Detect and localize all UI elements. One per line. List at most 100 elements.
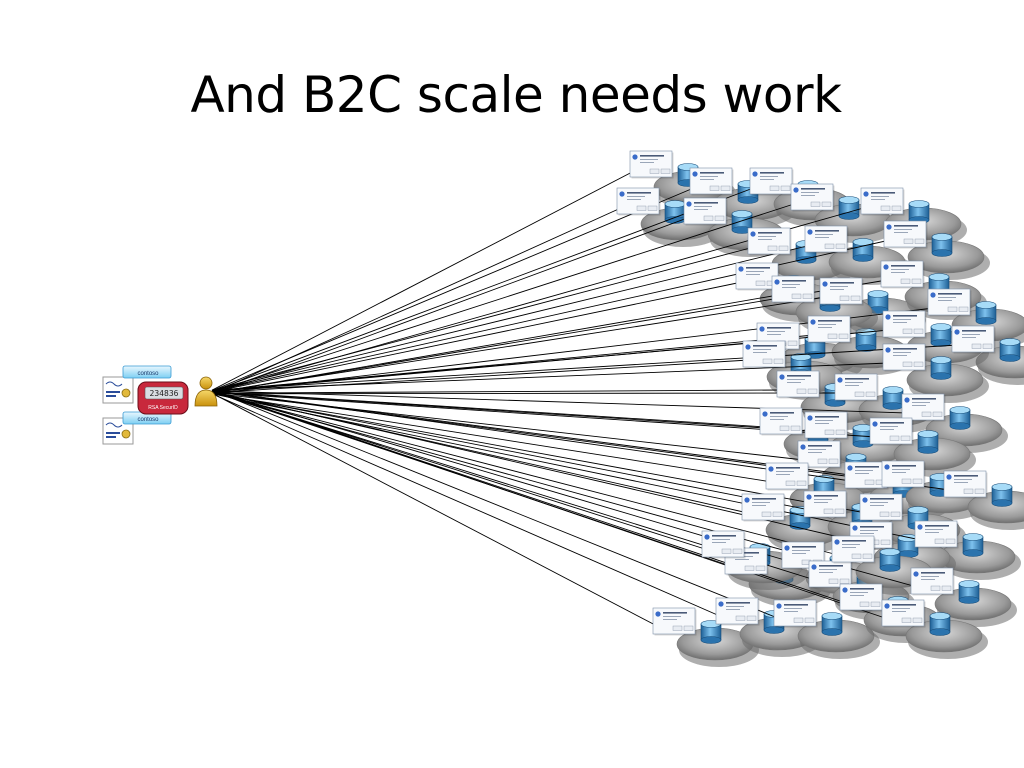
connection-line bbox=[211, 281, 743, 393]
database-server-icon bbox=[934, 580, 1017, 627]
database-icon bbox=[999, 338, 1021, 362]
login-dialog-icon bbox=[880, 260, 925, 289]
database-icon bbox=[991, 483, 1013, 507]
database-server-icon bbox=[938, 533, 1021, 580]
database-icon bbox=[929, 612, 951, 636]
login-dialog-icon bbox=[910, 567, 955, 596]
login-dialog-icon bbox=[652, 607, 697, 636]
connection-line bbox=[211, 216, 691, 395]
login-dialog-icon bbox=[869, 417, 914, 446]
login-dialog-icon bbox=[901, 393, 946, 422]
id-card-top-icon: contoso bbox=[122, 365, 172, 379]
login-dialog-icon bbox=[749, 167, 794, 196]
login-dialog-icon bbox=[834, 373, 879, 402]
login-dialog-icon bbox=[759, 407, 804, 436]
database-icon bbox=[879, 548, 901, 572]
connection-line bbox=[211, 390, 767, 428]
login-dialog-icon bbox=[683, 197, 728, 226]
connection-line bbox=[211, 390, 889, 620]
id-card-bottom-icon: contoso bbox=[122, 411, 172, 425]
login-dialogs bbox=[616, 150, 996, 636]
login-dialog-icon bbox=[808, 560, 853, 589]
login-dialog-icon bbox=[844, 461, 889, 490]
connection-line bbox=[211, 392, 839, 556]
connection-line bbox=[211, 206, 624, 394]
login-dialog-icon bbox=[804, 225, 849, 254]
connection-line bbox=[211, 344, 959, 391]
login-dialog-icon bbox=[773, 599, 818, 628]
user-icon bbox=[194, 376, 218, 407]
connection-line bbox=[211, 392, 842, 395]
database-server-icon bbox=[828, 238, 911, 285]
database-server-icon bbox=[797, 612, 880, 659]
login-dialog-icon bbox=[807, 315, 852, 344]
connection-line bbox=[211, 202, 798, 393]
connection-line bbox=[211, 389, 781, 620]
database-icon bbox=[949, 406, 971, 430]
connection-line bbox=[211, 186, 757, 392]
connection-line bbox=[211, 334, 815, 392]
connection-line bbox=[211, 393, 723, 618]
slide-title: And B2C scale needs work bbox=[190, 66, 842, 124]
login-dialog-icon bbox=[943, 470, 988, 499]
login-dialog-icon bbox=[883, 220, 928, 249]
login-dialog-icon bbox=[839, 583, 884, 612]
login-dialog-icon bbox=[735, 262, 780, 291]
database-server-icon bbox=[676, 620, 759, 667]
login-dialog-icon bbox=[803, 490, 848, 519]
connection-line bbox=[211, 246, 755, 391]
card-label-top: contoso bbox=[137, 371, 159, 377]
login-dialog-icon bbox=[741, 493, 786, 522]
database-server-icon bbox=[905, 612, 988, 659]
credential-cluster: contoso contoso 234836 RSA SecurID bbox=[102, 365, 189, 445]
login-dialog-icon bbox=[701, 530, 746, 559]
connection-line bbox=[211, 294, 779, 394]
connection-line bbox=[211, 244, 812, 392]
login-dialog-icon bbox=[881, 599, 926, 628]
login-dialog-icon bbox=[882, 310, 927, 339]
login-dialog-icon bbox=[819, 277, 864, 306]
connection-line bbox=[211, 296, 827, 394]
database-icon bbox=[852, 238, 874, 262]
database-icon bbox=[975, 301, 997, 325]
database-icon bbox=[930, 356, 952, 380]
login-dialog-icon bbox=[951, 325, 996, 354]
login-dialog-icon bbox=[629, 150, 674, 179]
login-dialog-icon bbox=[689, 167, 734, 196]
connection-line bbox=[211, 392, 660, 628]
connection-line bbox=[211, 391, 709, 551]
rsa-token-icon: 234836 RSA SecurID bbox=[137, 381, 189, 415]
token-brand: RSA SecurID bbox=[148, 405, 178, 411]
login-dialog-icon bbox=[742, 340, 787, 369]
database-icon bbox=[908, 200, 930, 224]
database-icon bbox=[931, 233, 953, 257]
connection-line bbox=[211, 389, 784, 394]
database-icon bbox=[700, 620, 722, 644]
login-dialog-icon bbox=[790, 183, 835, 212]
database-icon bbox=[962, 533, 984, 557]
login-dialog-icon bbox=[616, 187, 661, 216]
connection-line bbox=[211, 362, 890, 391]
database-icon bbox=[838, 196, 860, 220]
login-dialog-icon bbox=[776, 370, 821, 399]
connection-line bbox=[211, 393, 922, 541]
login-dialog-icon bbox=[747, 227, 792, 256]
database-server-icon bbox=[967, 483, 1024, 530]
connection-line bbox=[211, 359, 750, 394]
token-code: 234836 bbox=[150, 389, 179, 398]
login-dialog-icon bbox=[715, 597, 760, 626]
login-dialog-icon bbox=[771, 275, 816, 304]
database-icon bbox=[821, 612, 843, 636]
card-label-bottom: contoso bbox=[137, 417, 159, 423]
login-dialog-icon bbox=[881, 460, 926, 489]
certificate-icon bbox=[102, 376, 134, 404]
login-dialog-icon bbox=[765, 462, 810, 491]
connection-line bbox=[211, 392, 811, 511]
database-icon bbox=[882, 386, 904, 410]
login-dialog-icon bbox=[831, 535, 876, 564]
connection-line bbox=[211, 393, 773, 483]
login-dialog-icon bbox=[882, 343, 927, 372]
login-dialog-icon bbox=[927, 288, 972, 317]
database-server-icon bbox=[907, 233, 990, 280]
